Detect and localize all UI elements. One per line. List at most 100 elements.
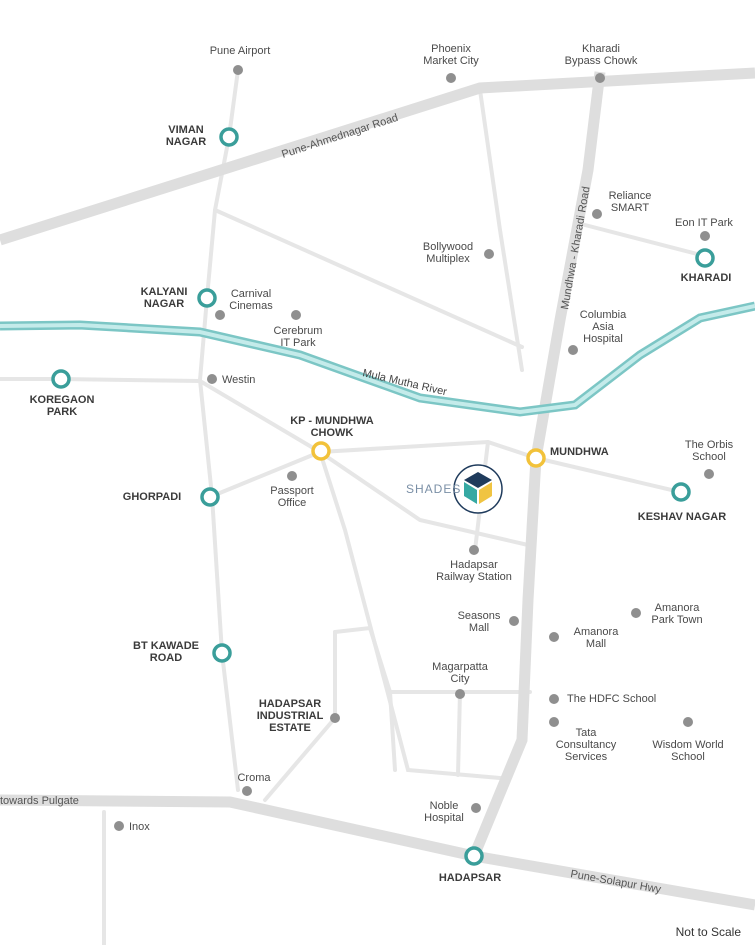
logo-hex-top	[464, 472, 492, 488]
poi-dot-magarpatta	[455, 689, 465, 699]
station-label-viman: VIMAN NAGAR	[165, 124, 207, 148]
poi-dot-cerebrum	[291, 310, 301, 320]
station-label-kalyani: KALYANI NAGAR	[140, 286, 188, 310]
poi-dot-westin	[207, 374, 217, 384]
road-diag-upper	[213, 208, 524, 349]
station-label-btkawade: BT KAWADE ROAD	[133, 640, 199, 664]
road-phoenix	[478, 88, 524, 372]
poi-label-carnival: Carnival Cinemas	[229, 288, 273, 312]
road-airport-viman	[197, 68, 240, 792]
station-ring-keshav	[671, 482, 691, 502]
poi-dot-wisdom	[683, 717, 693, 727]
poi-label-wisdom: Wisdom World School	[652, 739, 724, 763]
poi-dot-seasons	[509, 616, 519, 626]
poi-label-reliance: Reliance SMART	[608, 190, 652, 214]
poi-label-magarpatta: Magarpatta City	[432, 661, 488, 685]
poi-label-eon: Eon IT Park	[675, 217, 733, 229]
road-industrial	[333, 625, 397, 772]
road-solapur	[0, 794, 755, 911]
poi-label-passport: Passport Office	[270, 485, 314, 509]
logo-hex-left	[464, 482, 477, 504]
station-ring-hadapsar	[464, 846, 484, 866]
station-label-koregaon: KOREGAON PARK	[29, 394, 95, 418]
poi-dot-hdfc	[549, 694, 559, 704]
label-mundhwa-kharadi: Mundhwa - Kharadi Road	[559, 186, 592, 311]
poi-dot-passport	[287, 471, 297, 481]
road-koregaon	[0, 377, 202, 383]
station-ring-viman	[219, 127, 239, 147]
logo-hex-right	[479, 482, 492, 504]
poi-dot-airport	[233, 65, 243, 75]
poi-label-inox: Inox	[129, 821, 150, 833]
station-ring-kharadi	[695, 248, 715, 268]
station-ring-btkawade	[212, 643, 232, 663]
poi-label-tcs: Tata Consultancy Services	[555, 727, 617, 763]
poi-label-orbis: The Orbis School	[684, 439, 734, 463]
road-westin-kp	[198, 379, 322, 454]
poi-dot-eon	[700, 231, 710, 241]
poi-label-rly: Hadapsar Railway Station	[436, 559, 512, 583]
poi-label-hdfc: The HDFC School	[567, 693, 657, 705]
poi-dots	[114, 65, 714, 831]
poi-label-amanora-town: Amanora Park Town	[651, 602, 703, 626]
poi-label-croma: Croma	[237, 772, 271, 784]
logo-text: SHADES	[406, 482, 461, 496]
poi-dot-croma	[242, 786, 252, 796]
poi-dot-carnival	[215, 310, 225, 320]
road-kp-shades	[318, 450, 530, 547]
poi-dot-rly	[469, 545, 479, 555]
label-pune-solapur: Pune-Solapur Hwy	[569, 868, 662, 896]
poi-label-seasons: Seasons Mall	[457, 610, 501, 634]
logo-circle	[453, 464, 503, 514]
poi-dot-reliance	[592, 209, 602, 219]
station-label-hadapsar: HADAPSAR	[438, 872, 502, 884]
station-label-ghorpadi: GHORPADI	[122, 491, 182, 503]
poi-dot-tcs	[549, 717, 559, 727]
label-towards-pulgate: towards Pulgate	[0, 795, 79, 807]
junction-ring-kp	[311, 441, 331, 461]
station-rings	[51, 127, 715, 866]
river	[0, 301, 755, 417]
label-pune-ahmednagar: Pune-Ahmednagar Road	[280, 112, 399, 161]
poi-label-westin: Westin	[222, 374, 256, 386]
poi-label-cerebrum: Cerebrum IT Park	[273, 325, 323, 349]
poi-dot-columbia	[568, 345, 578, 355]
station-label-keshav: KESHAV NAGAR	[637, 511, 727, 523]
poi-dot-bollywood	[484, 249, 494, 259]
station-label-kp: KP - MUNDHWA CHOWK	[290, 415, 374, 439]
station-label-kharadi: KHARADI	[680, 272, 732, 284]
river-inner	[0, 304, 755, 415]
station-label-industrial: HADAPSAR INDUSTRIAL ESTATE	[256, 698, 324, 734]
shades-logo: SHADES	[406, 464, 503, 514]
poi-label-noble: Noble Hospital	[424, 800, 464, 824]
poi-dot-inox	[114, 821, 124, 831]
poi-label-bollywood: Bollywood Multiplex	[422, 241, 474, 265]
junction-rings	[311, 441, 546, 468]
station-ring-koregaon	[51, 369, 71, 389]
poi-label-columbia: Columbia Asia Hospital	[579, 309, 627, 345]
scale-note: Not to Scale	[675, 925, 741, 939]
junction-ring-mundhwa	[526, 448, 546, 468]
minor-roads	[0, 68, 707, 945]
poi-dot-noble	[471, 803, 481, 813]
station-ring-ghorpadi	[200, 487, 220, 507]
poi-label-kharadi-bypass: Kharadi Bypass Chowk	[564, 43, 638, 67]
station-label-mundhwa: MUNDHWA	[550, 446, 609, 458]
poi-dot-amanora-mall	[549, 632, 559, 642]
poi-dot-amanora-town	[631, 608, 641, 618]
poi-label-amanora-mall: Amanora Mall	[573, 626, 619, 650]
poi-dot-industrial	[330, 713, 340, 723]
poi-dot-phoenix	[446, 73, 456, 83]
poi-label-phoenix: Phoenix Market City	[423, 43, 479, 67]
road-kp-mundhwa	[318, 439, 538, 460]
poi-dot-orbis	[704, 469, 714, 479]
road-ahmednagar	[0, 67, 755, 246]
road-magarpatta-v	[456, 690, 462, 777]
poi-dot-kharadi-bypass	[595, 73, 605, 83]
road-mundhwa-keshav	[534, 456, 682, 494]
road-kp-ghorpadi	[208, 450, 322, 499]
poi-label-airport: Pune Airport	[209, 45, 271, 57]
station-ring-kalyani	[197, 288, 217, 308]
road-reliance	[583, 223, 707, 258]
